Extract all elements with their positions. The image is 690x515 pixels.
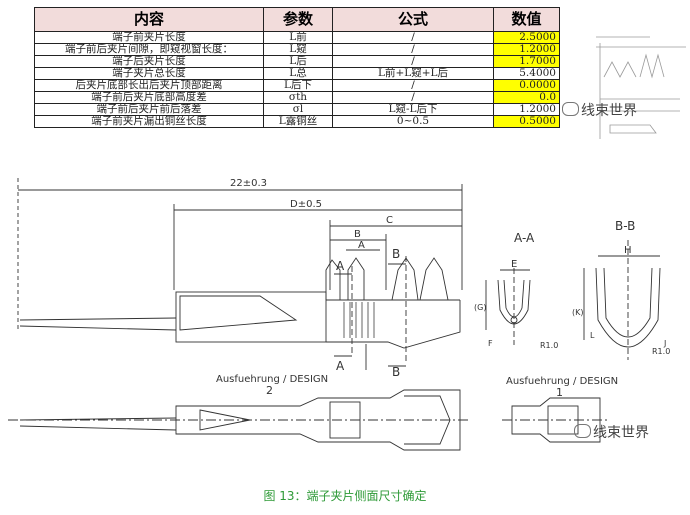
- cell-content: 端子夹片总长度: [34, 67, 264, 80]
- cell-param: σth: [263, 91, 333, 104]
- dim-c-text: C: [386, 215, 393, 226]
- label-f: F: [488, 339, 493, 348]
- section-b-title: B-B: [615, 219, 635, 233]
- terminal-spring: [179, 295, 298, 331]
- cell-formula: /: [332, 55, 494, 68]
- figure-caption: 图 13：端子夹片侧面尺寸确定: [263, 489, 427, 503]
- label-h: H: [624, 245, 632, 256]
- cell-content: 端子前夹片长度: [34, 31, 264, 44]
- pin-bottom: [19, 325, 177, 331]
- design2-pin-bottom: [19, 425, 177, 431]
- dim-a-text: A: [358, 240, 365, 251]
- table-header-row: 内容 参数 公式 数值: [34, 7, 560, 32]
- cell-value: 5.4000: [493, 67, 560, 80]
- design1-label: Ausfuehrung / DESIGN: [506, 376, 618, 387]
- crimp-wing-front-1: [325, 259, 341, 300]
- header-formula: 公式: [332, 7, 494, 32]
- crimp-base: [326, 300, 461, 349]
- label-l: L: [590, 331, 595, 340]
- pin-top: [19, 317, 177, 321]
- dim-b-text: B: [354, 229, 361, 240]
- design2-number: 2: [266, 384, 273, 397]
- cell-formula: /: [332, 91, 494, 104]
- cell-param: L露铜丝: [263, 115, 333, 128]
- cell-content: 后夹片底部长出后夹片顶部距离: [34, 79, 264, 92]
- cell-param: L总: [263, 67, 333, 80]
- terminal-drawing: 22±0.3 D±0.5 C B A A A B B A-A B-B E H (…: [8, 178, 670, 451]
- watermark-bottom: 线束世界: [574, 422, 649, 442]
- cell-content: 端子前后夹片底部高度差: [34, 91, 264, 104]
- cell-content: 端子前夹片漏出铜丝长度: [34, 115, 264, 128]
- crimp-wing-rear-2: [419, 257, 449, 301]
- arrow-b2-text: B: [392, 365, 400, 379]
- label-r2: R1.0: [652, 347, 670, 356]
- cell-content: 端子前后夹片间隙，即窥视窗长度：: [34, 43, 264, 56]
- cell-value: 1.2000: [493, 43, 560, 56]
- cell-param: L窥: [263, 43, 333, 56]
- design1-body: [511, 397, 601, 443]
- cell-value: 0.0000: [493, 79, 560, 92]
- cell-formula: /: [332, 43, 494, 56]
- design2-label: Ausfuehrung / DESIGN: [216, 374, 328, 385]
- table-row: 端子前后夹片间隙，即窥视窗长度：L窥/1.2000: [34, 43, 560, 56]
- label-k: (K): [572, 308, 584, 317]
- dim-d-text: D±0.5: [290, 199, 322, 210]
- cell-formula: L窥-L后下: [332, 103, 494, 116]
- dim-total-text: 22±0.3: [230, 178, 267, 189]
- watermark-text: 线束世界: [593, 425, 649, 441]
- cell-formula: L前+L窥+L后: [332, 67, 494, 80]
- header-param: 参数: [263, 7, 333, 32]
- design2-body: [175, 389, 461, 451]
- terminal-body: [175, 291, 327, 343]
- header-content: 内容: [34, 7, 264, 32]
- design2-spring: [199, 409, 251, 431]
- section-a-title: A-A: [514, 231, 535, 245]
- wechat-icon: [562, 102, 579, 116]
- cell-formula: /: [332, 79, 494, 92]
- section-b-inner: [603, 267, 653, 338]
- cell-formula: /: [332, 31, 494, 44]
- watermark-top: 线束世界: [562, 100, 637, 120]
- label-e: E: [511, 259, 517, 270]
- crimp-wing-front-2: [347, 257, 365, 300]
- label-j: J: [663, 339, 666, 348]
- cell-formula: 0~0.5: [332, 115, 494, 128]
- cell-param: L后下: [263, 79, 333, 92]
- arrow-a1-text: A: [336, 259, 345, 273]
- cell-param: L前: [263, 31, 333, 44]
- cell-param: σl: [263, 103, 333, 116]
- design1-number: 1: [556, 386, 563, 399]
- cell-content: 端子前后夹片前后落差: [34, 103, 264, 116]
- cell-value: 0.5000: [493, 115, 560, 128]
- section-a-center: [510, 316, 518, 324]
- side-thumbnail: [590, 7, 690, 141]
- cell-param: L后: [263, 55, 333, 68]
- arrow-a2-text: A: [336, 359, 345, 373]
- header-value: 数值: [493, 7, 560, 32]
- label-g: (G): [474, 303, 486, 312]
- cell-value: 1.2000: [493, 103, 560, 116]
- cell-value: 0.0: [493, 91, 560, 104]
- watermark-text: 线束世界: [581, 103, 637, 119]
- thumbnail-drawing: [596, 36, 686, 139]
- cell-value: 2.5000: [493, 31, 560, 44]
- section-b-shape: [595, 267, 661, 348]
- cell-content: 端子后夹片长度: [34, 55, 264, 68]
- wechat-icon: [574, 424, 591, 438]
- cell-value: 1.7000: [493, 55, 560, 68]
- arrow-b1-text: B: [392, 247, 400, 261]
- label-r1: R1.0: [540, 341, 558, 350]
